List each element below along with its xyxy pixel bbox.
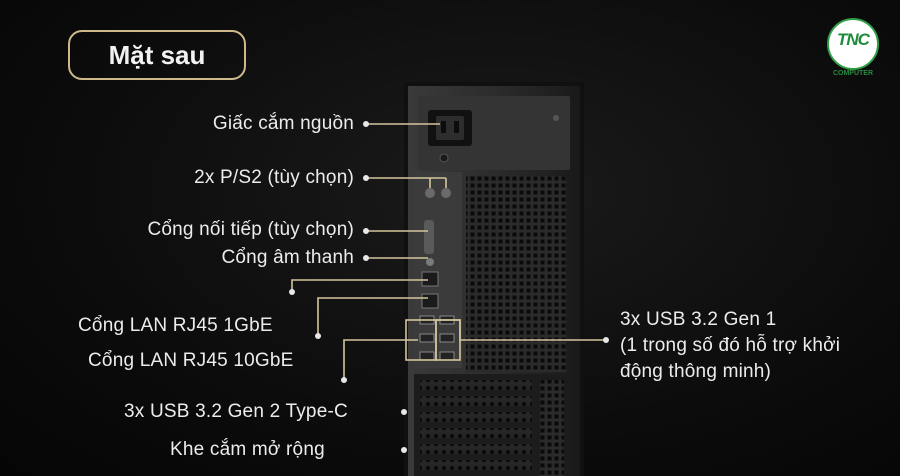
label-serial: Cổng nối tiếp (tùy chọn) [147, 219, 354, 241]
label-power-socket: Giấc cắm nguồn [213, 113, 354, 135]
label-ps2: 2x P/S2 (tùy chọn) [194, 167, 354, 189]
label-expansion-slots: Khe cắm mở rộng [170, 439, 325, 461]
label-usb-gen1-line3: động thông minh) [620, 361, 771, 383]
label-usb-type-c: 3x USB 3.2 Gen 2 Type-C [124, 401, 348, 423]
label-usb-gen1-line2: (1 trong số đó hỗ trợ khởi [620, 335, 840, 357]
label-audio: Cổng âm thanh [221, 247, 354, 269]
label-usb-gen1-line1: 3x USB 3.2 Gen 1 [620, 309, 776, 331]
label-lan-1gbe: Cổng LAN RJ45 1GbE [78, 315, 273, 337]
label-lan-10gbe: Cổng LAN RJ45 10GbE [88, 350, 294, 372]
